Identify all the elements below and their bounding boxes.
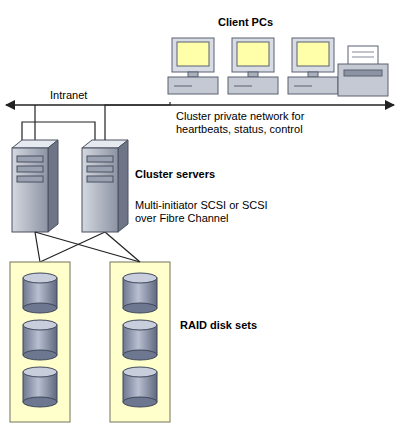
network-wire xyxy=(105,102,170,140)
private-network-wire xyxy=(22,122,95,140)
group-heading: RAID disk sets xyxy=(180,319,257,332)
client-pc xyxy=(168,38,338,94)
scsi-wires xyxy=(35,232,140,262)
raid-group: RAID disk sets xyxy=(5,262,175,422)
group-heading: Client PCs xyxy=(218,16,273,29)
client-group: Client PCs xyxy=(160,8,395,102)
group-heading: Cluster servers xyxy=(135,168,215,181)
connection-label: Intranet xyxy=(50,89,130,102)
connection-label: Multi-initiator SCSI or SCSI over Fibre … xyxy=(135,199,275,225)
raid-enclosure xyxy=(10,262,70,422)
raid-enclosure xyxy=(110,262,170,422)
server-tower xyxy=(82,140,128,232)
printer xyxy=(338,46,388,96)
network-wire xyxy=(35,232,140,262)
server-group: Cluster servers xyxy=(5,140,135,232)
server-tower xyxy=(12,140,58,232)
intranet-bus xyxy=(6,104,394,106)
network-note: Cluster private network for heartbeats, … xyxy=(176,110,356,136)
